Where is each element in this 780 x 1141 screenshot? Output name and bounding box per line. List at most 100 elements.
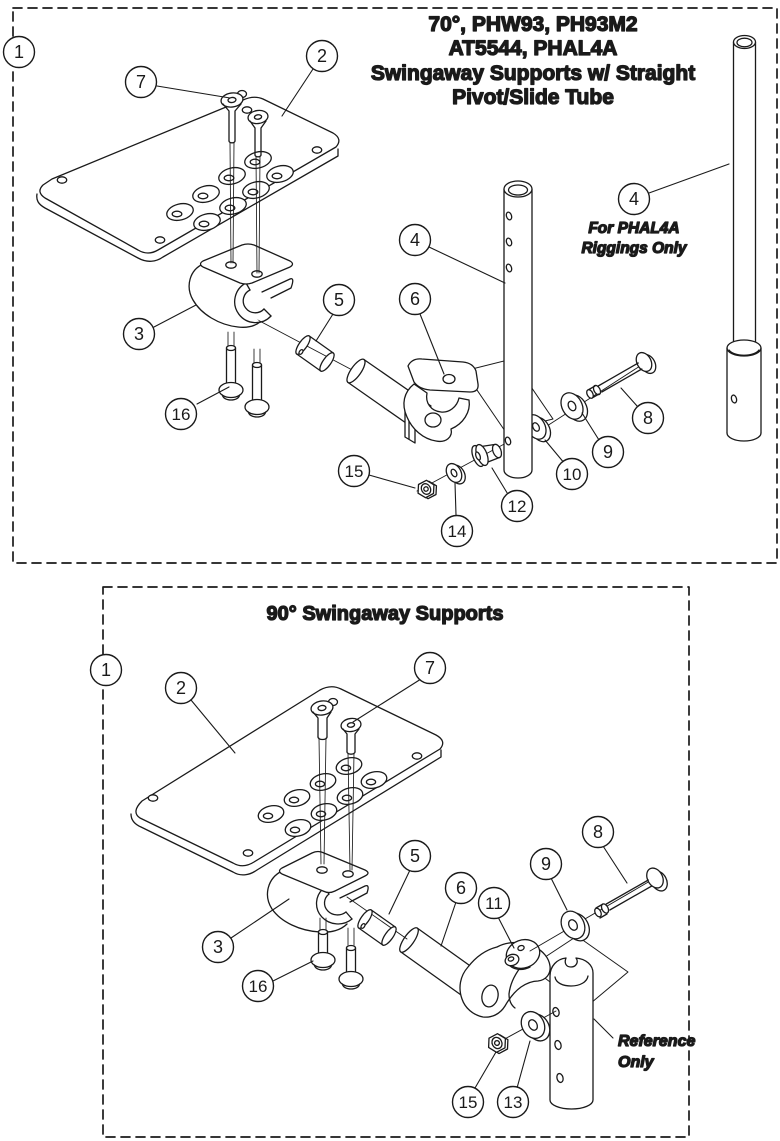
bolt-8-drawing xyxy=(586,351,657,399)
callout-number-13: 13 xyxy=(504,1093,523,1112)
callout-balloon-7 xyxy=(413,651,447,685)
callout-leader-4 xyxy=(428,246,506,284)
callout-balloon-1 xyxy=(89,653,123,687)
callout-number-10: 10 xyxy=(563,465,582,484)
callout-balloon-3 xyxy=(201,930,235,964)
spacer-drawing xyxy=(295,335,335,372)
callout-balloon-9 xyxy=(591,435,625,469)
callout-balloon-15 xyxy=(337,454,371,488)
callout-number-5: 5 xyxy=(410,846,420,866)
callout-number-3: 3 xyxy=(134,324,144,344)
callout-balloon-5 xyxy=(398,839,432,873)
bottom-title: 90° Swingaway Supports xyxy=(267,603,504,625)
plate-screws-drawing xyxy=(220,89,269,274)
callout-number-5: 5 xyxy=(334,290,344,310)
washer-9-drawing xyxy=(560,910,591,942)
callout-balloon-3 xyxy=(122,317,156,351)
callout-leader-15 xyxy=(368,474,416,489)
footplate-drawing xyxy=(130,686,444,876)
washer-13-drawing xyxy=(520,1010,551,1042)
bushing-12-drawing xyxy=(471,443,503,468)
callout-number-9: 9 xyxy=(541,854,551,874)
reference-note-line-1: Reference xyxy=(618,1033,695,1050)
callout-balloon-5 xyxy=(322,283,356,317)
callout-balloon-8 xyxy=(581,815,615,849)
callout-leader-8 xyxy=(620,387,639,408)
callout-number-8: 8 xyxy=(643,408,653,428)
reference-note-leader xyxy=(593,1018,614,1039)
clamp-drawing xyxy=(188,243,294,328)
plate-screws-drawing xyxy=(310,697,362,871)
clamp-drawing xyxy=(266,850,369,933)
callout-number-9: 9 xyxy=(603,442,613,462)
callout-balloon-9 xyxy=(529,847,563,881)
callout-leader-7 xyxy=(352,678,422,723)
callout-balloon-16 xyxy=(241,969,275,1003)
callout-leader-5 xyxy=(315,313,334,342)
callout-balloon-6 xyxy=(398,282,432,316)
callout-leader-12 xyxy=(491,467,510,497)
bottom-panel-dashed-border xyxy=(102,586,690,1138)
callout-number-6: 6 xyxy=(456,878,466,898)
top-title-line-1: 70°, PHW93, PH93M2 xyxy=(428,13,637,36)
callout-leader-9 xyxy=(550,877,568,911)
callout-leader-10 xyxy=(544,439,566,465)
callout-balloon-16 xyxy=(164,397,198,431)
footplate-holes xyxy=(257,756,388,838)
callout-number-15: 15 xyxy=(459,1093,478,1112)
callout-leader-3 xyxy=(230,898,290,939)
nut-15-drawing xyxy=(417,479,438,500)
washer-9-drawing xyxy=(560,392,589,422)
callout-leader-7 xyxy=(156,85,231,99)
callout-number-4: 4 xyxy=(410,230,420,250)
phal4a-note-line-2: Riggings Only xyxy=(581,240,687,257)
callout-number-3: 3 xyxy=(213,937,223,957)
callout-leader-6 xyxy=(440,901,457,947)
callout-balloon-10 xyxy=(555,457,589,491)
top-title-line-3: Swingaway Supports w/ Straight xyxy=(371,62,695,85)
callout-balloon-14 xyxy=(440,514,474,548)
top-title-line-4: Pivot/Slide Tube xyxy=(452,86,614,109)
bolt-8-drawing xyxy=(594,867,668,919)
callout-number-8: 8 xyxy=(593,822,603,842)
top-panel: 70°, PHW93, PH93M2 AT5544, PHAL4A Swinga… xyxy=(2,7,778,564)
callout-number-16: 16 xyxy=(249,977,268,996)
callout-number-1: 1 xyxy=(101,660,111,680)
callout-leader-5 xyxy=(388,869,411,915)
phal4a-tube-drawing xyxy=(726,34,762,442)
callout-balloon-12 xyxy=(500,489,534,523)
callout-balloon-13 xyxy=(496,1085,530,1119)
callout-balloon-2 xyxy=(164,671,198,705)
callout-balloon-4 xyxy=(617,182,651,216)
top-title-line-2: AT5544, PHAL4A xyxy=(449,37,618,60)
callout-balloon-1 xyxy=(2,35,36,69)
axis-line xyxy=(529,880,651,952)
callout-balloon-7 xyxy=(124,65,158,99)
callout-number-16: 16 xyxy=(172,405,191,424)
nut-15-drawing xyxy=(487,1033,509,1055)
callout-balloon-2 xyxy=(305,39,339,73)
spacer-drawing xyxy=(357,909,397,946)
callout-number-2: 2 xyxy=(176,678,186,698)
callout-leader-2 xyxy=(281,68,314,117)
callout-number-2: 2 xyxy=(317,46,327,66)
phal4a-note-line-1: For PHAL4A xyxy=(588,220,679,237)
washer-14-drawing xyxy=(445,462,466,485)
callout-balloon-11 xyxy=(477,886,511,920)
callout-number-1: 1 xyxy=(14,42,24,62)
callout-number-7: 7 xyxy=(136,72,146,92)
callout-leader-2 xyxy=(190,699,236,754)
axis-line xyxy=(346,896,408,940)
callout-leader-16 xyxy=(196,386,230,405)
clevis-bracket-drawing xyxy=(403,358,479,444)
callout-leader-13 xyxy=(516,1040,531,1089)
clamp-screws-drawing xyxy=(218,331,270,418)
callout-leader-6 xyxy=(419,313,445,375)
phantom-plane-outline xyxy=(463,358,554,432)
callout-leader-15 xyxy=(474,1051,497,1089)
callout-balloon-15 xyxy=(451,1085,485,1119)
callout-number-6: 6 xyxy=(410,289,420,309)
callout-number-15: 15 xyxy=(345,462,364,481)
